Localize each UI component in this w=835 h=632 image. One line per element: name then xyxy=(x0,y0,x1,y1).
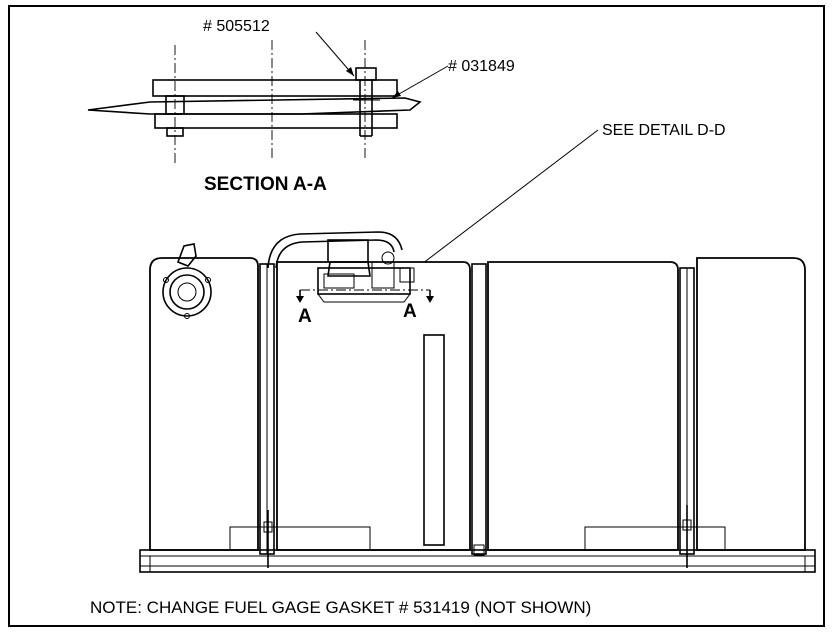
leader-505512 xyxy=(315,31,355,77)
section-a-a-drawing xyxy=(87,40,422,165)
part-number-505512: # 505512 xyxy=(203,18,270,35)
note-text: NOTE: CHANGE FUEL GAGE GASKET # 531419 (… xyxy=(90,598,591,617)
tank-assembly xyxy=(139,231,816,573)
diagram-frame xyxy=(8,5,825,627)
part-number-031849: # 031849 xyxy=(448,58,515,75)
leader-031849 xyxy=(391,65,449,99)
section-a-a-title: SECTION A-A xyxy=(204,174,327,195)
section-marker-right: A xyxy=(403,301,417,322)
leader-see-detail xyxy=(413,129,599,271)
section-marker-left: A xyxy=(298,306,312,327)
see-detail-label: SEE DETAIL D-D xyxy=(602,122,726,139)
